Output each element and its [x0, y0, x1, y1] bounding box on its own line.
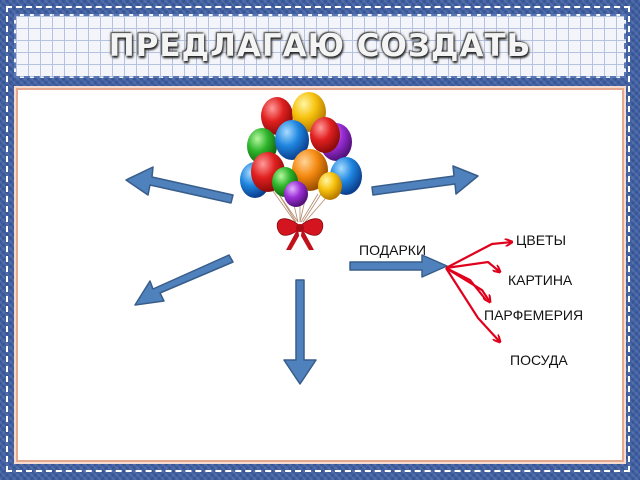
balloons-icon: [240, 92, 362, 250]
sub-connectors: [445, 242, 512, 342]
arrow-right-gifts: [349, 254, 448, 278]
page-title: ПРЕДЛАГАЮ СОЗДАТЬ: [108, 28, 532, 64]
label-perfumery: ПАРФЕМЕРИЯ: [484, 307, 584, 323]
arrow-up-left: [125, 166, 234, 204]
arrow-down: [283, 279, 317, 385]
label-painting: КАРТИНА: [508, 272, 573, 288]
arrow-down-left: [134, 254, 234, 306]
label-dishes: ПОСУДА: [510, 352, 568, 368]
label-gifts: ПОДАРКИ: [359, 242, 427, 258]
label-flowers: ЦВЕТЫ: [516, 232, 566, 248]
arrow-up-right: [371, 165, 479, 196]
header-grid: [14, 14, 626, 78]
